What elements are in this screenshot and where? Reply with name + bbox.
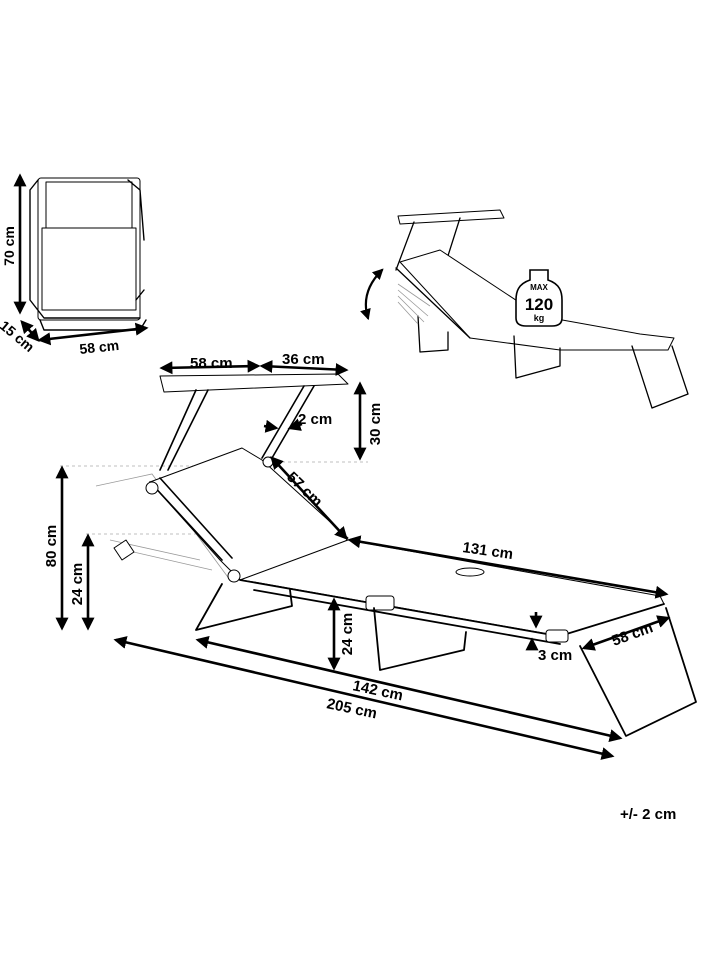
seat-handle <box>455 567 485 577</box>
small-back-leg <box>395 267 471 353</box>
canopy-gap-label: 2 cm <box>298 411 332 428</box>
max-label: MAX <box>530 283 548 292</box>
folded-side-bar <box>127 179 145 301</box>
backrest-frame <box>149 477 233 561</box>
seat-height-label: 24 cm <box>339 613 356 656</box>
folded-canopy <box>45 181 133 229</box>
folded-leg-frame <box>29 179 141 319</box>
back-height-label: 24 cm <box>69 563 86 606</box>
frame-offset-label: 3 cm <box>538 647 572 664</box>
length-205-arrow <box>113 636 615 760</box>
max-load-value: 120 <box>525 295 553 314</box>
ghost-joint <box>113 539 135 561</box>
back-hinge-knob <box>227 569 241 583</box>
small-canopy-pole <box>395 217 461 271</box>
gap-arrow-right <box>287 418 303 431</box>
seat-length-arrow <box>347 535 669 599</box>
recline-arrow <box>360 268 384 321</box>
depth-arrow <box>20 320 40 342</box>
overall-height-label: 80 cm <box>43 525 60 568</box>
back-legs <box>195 583 293 631</box>
depth-label: 15 cm <box>0 317 38 355</box>
canopy-poles <box>159 385 315 471</box>
backrest-arrow <box>270 456 348 540</box>
leg-width-label: 58 cm <box>610 619 656 650</box>
canopy-height-label: 30 cm <box>367 403 384 446</box>
small-mid-leg <box>513 335 561 379</box>
small-seat <box>399 249 675 351</box>
folded-lounger-view: 70 cm 15 cm 58 cm <box>0 173 149 357</box>
hinge-plate <box>365 595 395 611</box>
small-front-leg <box>631 345 689 409</box>
recline-view: MAX 120 kg <box>360 209 689 409</box>
foot-hinge <box>545 629 569 643</box>
width-arrow <box>37 322 149 346</box>
gap-arrow-left <box>263 419 279 433</box>
canopy-joint-knob <box>145 481 159 495</box>
tolerance-note: +/- 2 cm <box>620 806 677 823</box>
canopy-length-arrow <box>159 359 261 375</box>
canopy <box>159 373 349 393</box>
canopy-width-arrow <box>259 360 349 376</box>
seat-length-label: 131 cm <box>461 539 514 563</box>
height-label: 70 cm <box>1 226 17 266</box>
small-canopy <box>397 209 505 225</box>
canopy-width-label: 36 cm <box>282 351 325 368</box>
max-load-unit: kg <box>534 313 545 323</box>
canopy-length-label: 58 cm <box>190 355 233 372</box>
weight-badge-icon <box>515 269 563 327</box>
width-label: 58 cm <box>79 337 120 357</box>
small-recline-positions <box>397 283 431 325</box>
folded-seat <box>41 227 137 311</box>
main-lounger-view: 58 cm 36 cm 30 cm 2 cm 57 cm 131 cm 58 c… <box>43 351 697 760</box>
